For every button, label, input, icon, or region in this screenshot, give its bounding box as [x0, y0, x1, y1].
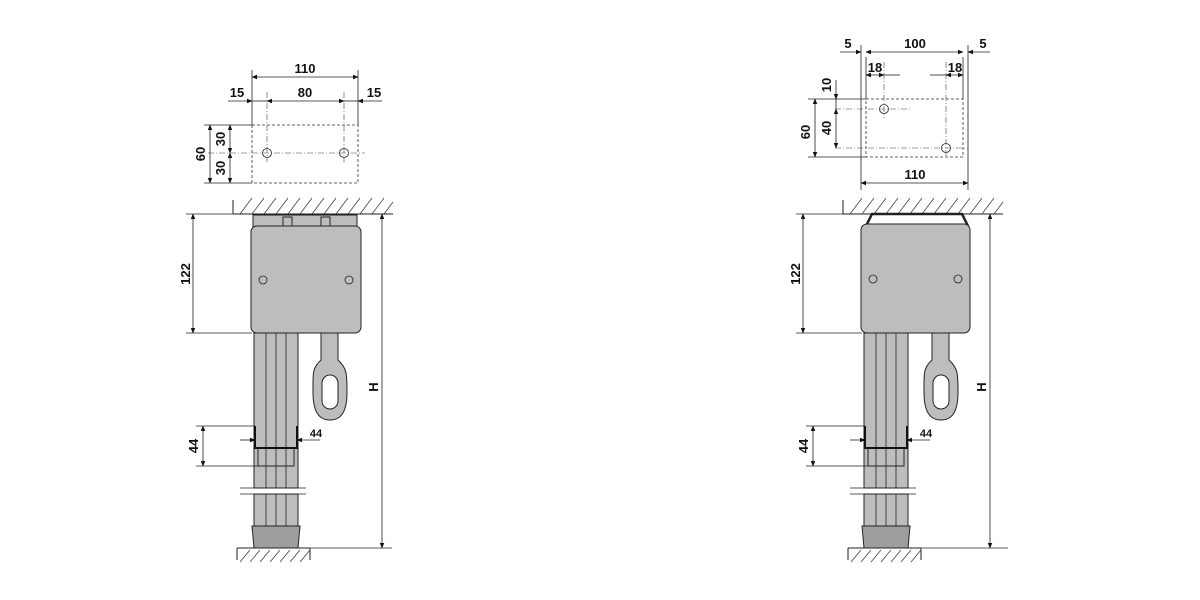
left-dim-44-vertical: 44	[186, 438, 201, 453]
left-dim-15-right: 15	[367, 85, 381, 100]
left-mount-plate	[252, 214, 358, 228]
right-dim-18-left: 18	[868, 60, 882, 75]
right-dim-44-vertical: 44	[796, 438, 811, 453]
right-plan-outline	[865, 98, 964, 158]
right-housing-screw-1	[868, 274, 878, 284]
right-dim-10: 10	[819, 78, 834, 92]
right-housing-screw-2	[953, 274, 963, 284]
right-dim-40: 40	[819, 121, 834, 135]
left-drawing: 110 15 80 15 60 30 30	[178, 61, 394, 563]
left-dim-15-left: 15	[230, 85, 244, 100]
left-plan-view: 110 15 80 15 60 30 30	[193, 61, 382, 184]
left-motor-housing	[250, 225, 362, 334]
left-dim-110: 110	[295, 61, 316, 76]
right-dim-H: H	[974, 382, 989, 391]
right-drawing: 5 100 5 18 18 60 10 40 110	[788, 36, 1008, 563]
left-dim-H: H	[366, 382, 381, 391]
right-motor-housing	[860, 223, 971, 334]
right-dim-100: 100	[904, 36, 926, 51]
left-dim-30-lower: 30	[213, 161, 228, 175]
right-mount-bracket	[864, 212, 970, 227]
right-dim-110: 110	[905, 167, 926, 182]
right-column-foot	[861, 525, 911, 549]
left-housing-screw-1	[258, 275, 268, 285]
right-dim-122: 122	[788, 263, 803, 285]
left-dim-44-horizontal: 44	[310, 428, 323, 440]
left-ceiling	[232, 197, 394, 215]
left-dim-80: 80	[298, 85, 312, 100]
left-floor	[236, 547, 311, 563]
right-dim-5-left: 5	[844, 36, 851, 51]
right-clamp	[864, 426, 908, 449]
right-dim-18-right: 18	[948, 60, 962, 75]
left-housing-screw-2	[344, 275, 354, 285]
left-column-foot	[251, 525, 301, 549]
left-dim-30-upper: 30	[213, 132, 228, 146]
right-dim-44-horizontal: 44	[920, 428, 933, 440]
left-dim-60: 60	[193, 147, 208, 161]
right-dim-5-right: 5	[979, 36, 986, 51]
left-plan-outline	[251, 124, 359, 184]
left-dim-122: 122	[178, 263, 193, 285]
left-clamp	[254, 426, 298, 449]
right-floor	[847, 547, 922, 563]
right-plan-view: 5 100 5 18 18 60 10 40 110	[798, 36, 990, 190]
right-dim-60: 60	[798, 125, 813, 139]
right-ceiling	[842, 197, 1004, 215]
